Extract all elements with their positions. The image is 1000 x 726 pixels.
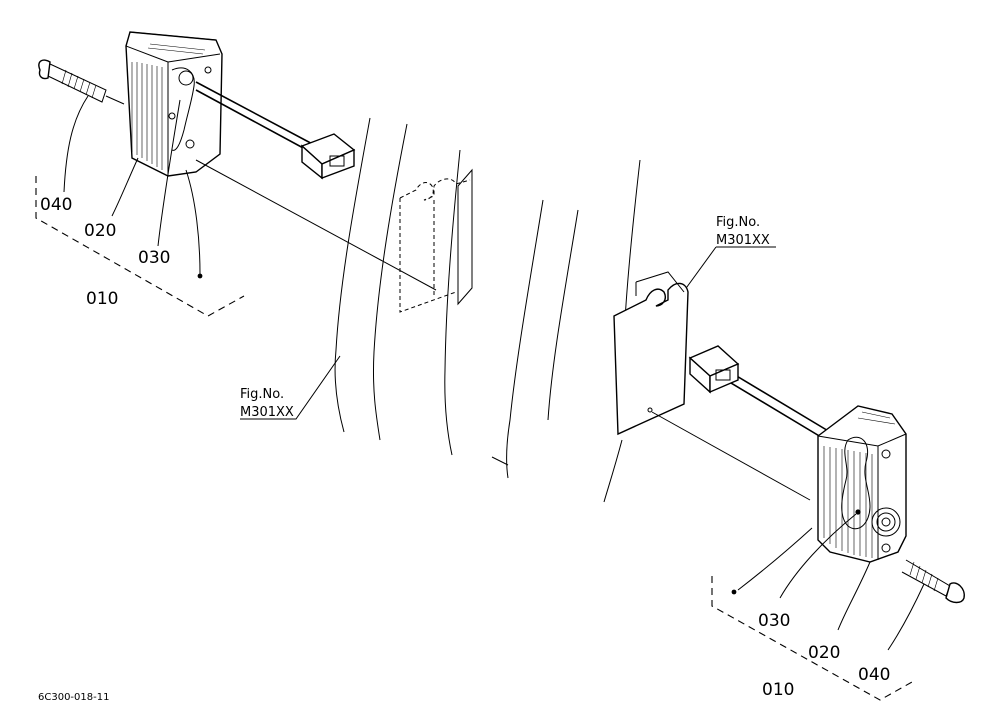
left-label-030: 030: [138, 248, 170, 268]
right-label-040: 040: [858, 665, 890, 685]
left-label-020: 020: [84, 221, 116, 241]
drawing-code: 6C300-018-11: [38, 692, 109, 703]
left-bracket: [399, 168, 473, 313]
right-bracket: [613, 271, 811, 501]
fig-ref-right-line2: M301XX: [716, 233, 770, 248]
fig-ref-left-line1: Fig.No.: [240, 387, 284, 402]
right-label-030: 030: [758, 611, 790, 631]
right-lamp-assembly: [688, 345, 965, 701]
fig-ref-left-line2: M301XX: [240, 405, 294, 420]
left-lamp-assembly: [35, 31, 437, 317]
fig-ref-right: Fig.No. M301XX: [675, 215, 776, 303]
fig-ref-left: Fig.No. M301XX: [240, 355, 341, 420]
fig-ref-right-line1: Fig.No.: [716, 215, 760, 230]
left-label-010: 010: [86, 289, 118, 309]
left-label-040: 040: [40, 195, 72, 215]
right-label-020: 020: [808, 643, 840, 663]
fender-outline: [334, 117, 641, 503]
right-label-010: 010: [762, 680, 794, 700]
